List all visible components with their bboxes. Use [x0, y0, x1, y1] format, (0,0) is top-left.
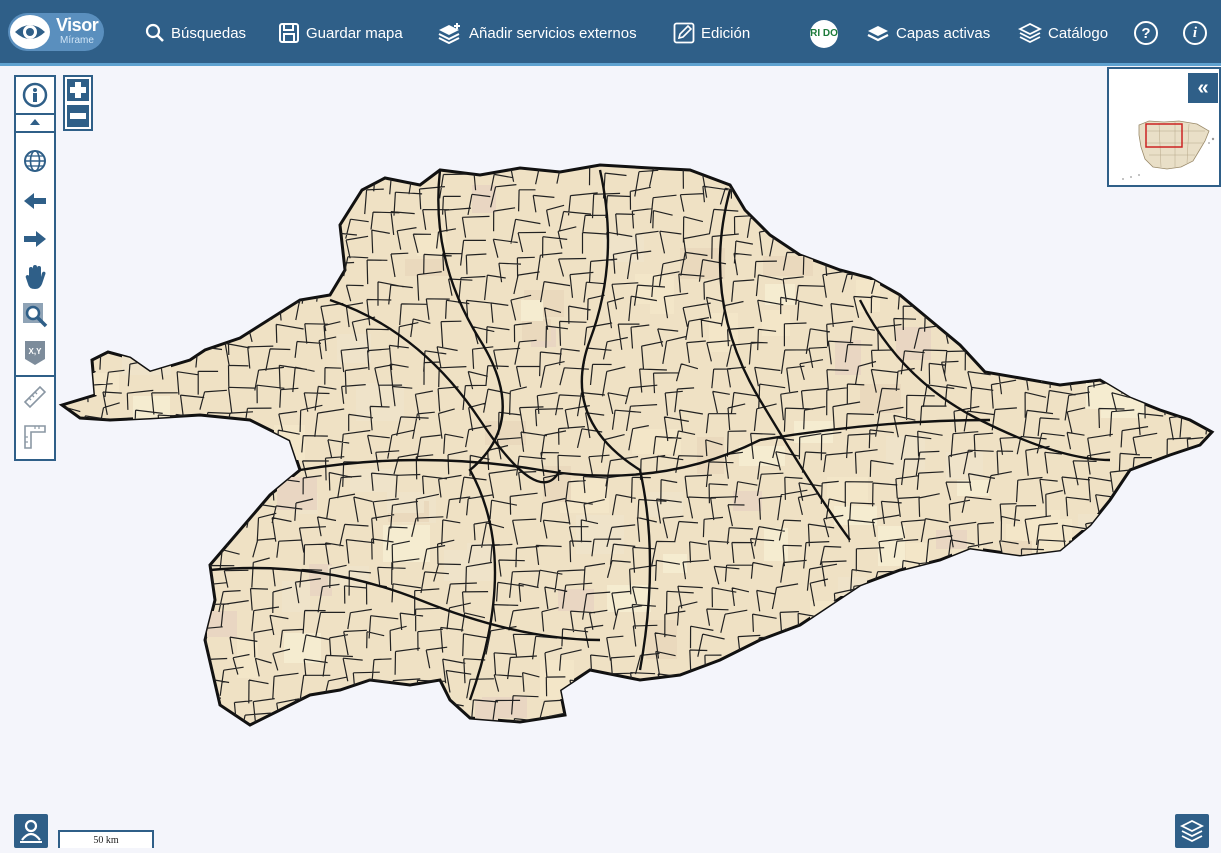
- overview-map-graphic: [1122, 120, 1215, 180]
- info-circle-icon: [22, 82, 48, 108]
- layers-outline-icon: [1018, 22, 1042, 44]
- identify-tool[interactable]: [21, 81, 49, 109]
- square-ruler-icon: [24, 425, 46, 449]
- layers-icon: [1179, 819, 1205, 843]
- measure-distance-tool[interactable]: [21, 383, 49, 411]
- help-icon[interactable]: ?: [1134, 21, 1158, 45]
- collapse-tools-button[interactable]: [21, 115, 49, 129]
- municipalities-layer: [58, 163, 1215, 727]
- top-navigation-bar: Visor Mírame Búsquedas Guardar mapa Añad…: [0, 0, 1221, 66]
- search-button[interactable]: Búsquedas: [145, 20, 246, 46]
- visor-logo[interactable]: Visor Mírame: [8, 13, 104, 51]
- rido-badge[interactable]: RI DO: [810, 20, 838, 48]
- active-layers-button[interactable]: Capas activas: [866, 20, 990, 46]
- plus-icon: [70, 82, 86, 98]
- add-external-services-button[interactable]: Añadir servicios externos: [437, 20, 637, 46]
- add-external-services-label: Añadir servicios externos: [469, 24, 637, 42]
- layers-filled-icon: [867, 26, 889, 42]
- xy-pin-icon: X,Y: [25, 341, 45, 365]
- scale-bar: 50 km: [58, 830, 154, 848]
- arrow-left-icon: [24, 193, 46, 209]
- arrow-right-icon: [24, 231, 46, 247]
- stack-plus-icon: [438, 23, 460, 44]
- svg-text:X,Y: X,Y: [29, 347, 43, 356]
- save-map-label: Guardar mapa: [306, 24, 403, 42]
- overview-map[interactable]: «: [1107, 67, 1221, 187]
- catalog-label: Catálogo: [1048, 24, 1109, 42]
- search-label: Búsquedas: [171, 24, 247, 42]
- ruler-icon: [23, 385, 47, 409]
- zoom-box-tool[interactable]: [21, 301, 49, 329]
- person-location-icon: [20, 819, 42, 843]
- map-view[interactable]: [0, 66, 1221, 848]
- caret-up-icon: [30, 119, 40, 125]
- logo-title: Visor: [56, 15, 99, 35]
- zoom-control: [63, 75, 93, 131]
- hand-icon: [25, 265, 46, 289]
- edit-label: Edición: [701, 24, 751, 42]
- locate-me-button[interactable]: [14, 814, 48, 848]
- overview-extent-box[interactable]: [1145, 123, 1183, 148]
- province-boundaries: [209, 169, 1111, 701]
- save-map-button[interactable]: Guardar mapa: [278, 20, 403, 46]
- next-extent-tool[interactable]: [21, 225, 49, 253]
- pan-tool[interactable]: [21, 263, 49, 291]
- zoom-in-button[interactable]: [67, 79, 89, 101]
- info-icon[interactable]: i: [1183, 21, 1207, 45]
- save-icon: [279, 23, 299, 43]
- minus-icon: [70, 113, 86, 119]
- pencil-icon: [673, 22, 695, 44]
- zoom-out-button[interactable]: [67, 105, 89, 127]
- globe-icon: [24, 150, 46, 172]
- logo-subtitle: Mírame: [60, 35, 94, 46]
- magnifier-box-icon: [23, 303, 48, 328]
- previous-extent-tool[interactable]: [21, 187, 49, 215]
- edit-button[interactable]: Edición: [673, 20, 750, 46]
- active-layers-label: Capas activas: [896, 24, 991, 42]
- coordinates-tool[interactable]: X,Y: [21, 339, 49, 367]
- search-icon: [145, 23, 164, 42]
- full-extent-tool[interactable]: [21, 147, 49, 175]
- catalog-button[interactable]: Catálogo: [1018, 20, 1108, 46]
- layers-panel-button[interactable]: [1175, 814, 1209, 848]
- eye-icon: [10, 15, 50, 49]
- collapse-overview-button[interactable]: «: [1188, 73, 1218, 103]
- map-tools-panel: X,Y: [14, 75, 56, 461]
- measure-area-tool[interactable]: [21, 423, 49, 451]
